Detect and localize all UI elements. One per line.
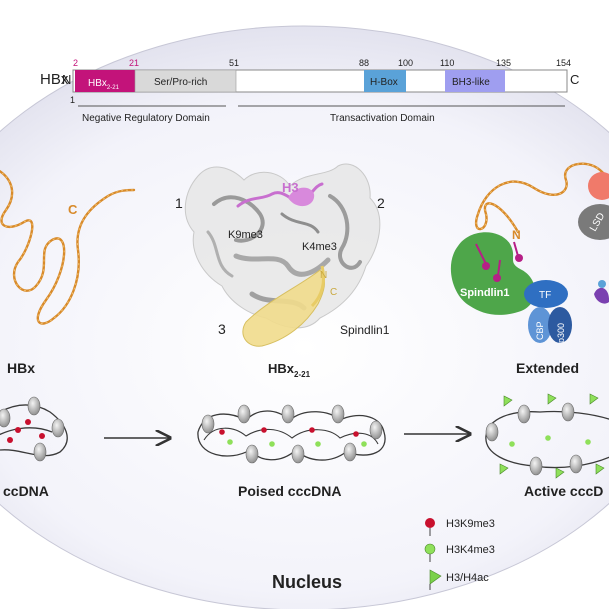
pos-154: 154	[556, 58, 571, 68]
c-terminus-label: C	[570, 72, 579, 87]
cccdna-middle	[197, 404, 386, 464]
legend-k9-marker	[425, 518, 435, 528]
num-3: 3	[218, 321, 226, 337]
num-1: 1	[175, 195, 183, 211]
middle-caption: HBx2-21	[268, 361, 311, 379]
hbx-domain-label: HBx2-21	[88, 78, 120, 91]
negative-region-label: Negative Regulatory Domain	[82, 113, 210, 124]
p300-blob	[548, 307, 572, 343]
h3-label: H3	[282, 180, 299, 195]
extended-hbx-coil	[475, 162, 609, 234]
k9me3-label: K9me3	[228, 229, 263, 241]
transactivation-region-label: Transactivation Domain	[330, 113, 435, 124]
mid-n-label: N	[320, 270, 327, 281]
hbox-label: H-Box	[370, 77, 398, 88]
spindlin-label: Spindlin1	[340, 323, 390, 337]
pos-51: 51	[229, 58, 239, 68]
legend-k4-marker	[424, 543, 436, 555]
h3-tails	[475, 241, 523, 282]
right-caption: Extended	[516, 360, 579, 376]
right-n-label: N	[512, 228, 521, 242]
left-dna-caption: ccDNA	[3, 483, 49, 499]
pos-2: 2	[73, 58, 78, 68]
hbx-domain	[75, 70, 135, 92]
mid-c-label: C	[330, 287, 337, 298]
tf-blob	[524, 280, 568, 308]
protein-name: HBx	[40, 71, 69, 88]
p300-label: p300	[556, 323, 566, 343]
dna-row: ccDNA Poised cccDNA	[0, 393, 609, 499]
legend-ac-label: H3/H4ac	[446, 572, 489, 584]
h3-peptide	[236, 182, 324, 208]
legend-k9-label: H3K9me3	[446, 518, 495, 530]
pos-135: 135	[496, 58, 511, 68]
spindlin-blob	[450, 232, 536, 315]
cbp-blob	[528, 307, 552, 343]
ser-pro-label: Ser/Pro-rich	[154, 77, 207, 88]
hbx-random-coil	[0, 169, 136, 325]
left-c-label: C	[68, 202, 78, 217]
pos-88: 88	[359, 58, 369, 68]
hbx-2-21-strand	[242, 269, 325, 347]
legend: H3K9me3 H3K4me3 H3/H4ac	[424, 518, 495, 590]
middle-panel: 1 2 3 H3 K9me3 K4me3 N C Spindlin1 HBx2-…	[175, 163, 390, 379]
right-panel: N Spindlin1 TF CBP p300 LSD Extended	[450, 162, 609, 376]
ser-pro-domain	[134, 69, 237, 93]
right-spindlin-label: Spindlin1	[460, 287, 510, 299]
legend-ac-marker	[429, 569, 442, 585]
pos-1: 1	[70, 95, 75, 105]
tf-label: TF	[539, 290, 551, 301]
middle-dna-caption: Poised cccDNA	[238, 483, 341, 499]
n-terminus-label: N	[62, 72, 71, 87]
cbp-label: CBP	[535, 321, 545, 340]
k4me3-label: K4me3	[302, 241, 337, 253]
num-2: 2	[377, 195, 385, 211]
pos-21: 21	[129, 58, 139, 68]
nucleus-label: Nucleus	[272, 572, 342, 592]
left-caption: HBx	[7, 360, 35, 376]
legend-k4-label: H3K4me3	[446, 544, 495, 556]
cccdna-left	[0, 396, 68, 462]
lsd-blob	[578, 204, 609, 240]
bh3-domain	[445, 70, 505, 92]
left-panel: C HBx	[0, 169, 136, 376]
protein-domain-bar: HBx N C HBx2-21 Ser/Pro-rich H-Box BH3-l…	[40, 58, 579, 124]
right-dna-caption: Active cccD	[524, 483, 603, 499]
cccdna-right	[485, 393, 609, 479]
pos-100: 100	[398, 58, 413, 68]
spindlin-surface	[184, 163, 381, 329]
hbox-domain	[364, 70, 406, 92]
bh3-label: BH3-like	[452, 77, 490, 88]
pos-110: 110	[440, 58, 454, 68]
